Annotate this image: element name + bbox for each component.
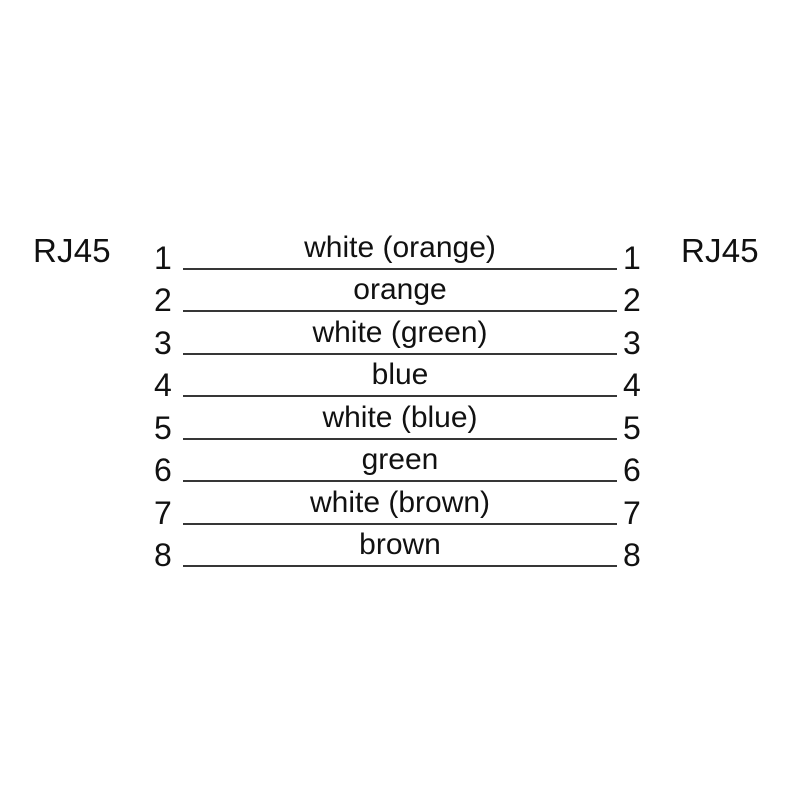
pin-number-right: 3 <box>623 325 641 361</box>
wire-color-label: white (green) <box>312 316 488 349</box>
wire-color-label: white (orange) <box>304 231 496 264</box>
pin-number-left: 3 <box>154 325 172 361</box>
wire-color-label: blue <box>371 358 429 391</box>
pin-number-right: 2 <box>623 282 641 318</box>
pin-number-right: 8 <box>623 537 641 573</box>
pin-number-right: 7 <box>623 495 641 531</box>
wire-line <box>183 480 617 482</box>
pin-number-left: 1 <box>154 240 172 276</box>
pin-number-left: 7 <box>154 495 172 531</box>
pin-number-right: 4 <box>623 367 641 403</box>
pin-number-right: 1 <box>623 240 641 276</box>
pin-number-left: 2 <box>154 282 172 318</box>
wire-line <box>183 268 617 270</box>
wire-color-label: brown <box>359 528 441 561</box>
pin-number-left: 4 <box>154 367 172 403</box>
pin-number-right: 5 <box>623 410 641 446</box>
wire-color-label: white (blue) <box>322 401 478 434</box>
wire-color-label: white (brown) <box>309 486 491 519</box>
wire-line <box>183 353 617 355</box>
pin-number-left: 6 <box>154 452 172 488</box>
pin-number-left: 8 <box>154 537 172 573</box>
wire-line <box>183 523 617 525</box>
wire-line <box>183 565 617 567</box>
wire-line <box>183 310 617 312</box>
wire-line <box>183 395 617 397</box>
wire-color-label: orange <box>353 273 447 306</box>
connector-label-right: RJ45 <box>681 232 759 269</box>
pin-number-right: 6 <box>623 452 641 488</box>
connector-label-left: RJ45 <box>33 232 111 269</box>
pin-number-left: 5 <box>154 410 172 446</box>
wire-line <box>183 438 617 440</box>
wire-color-label: green <box>361 443 439 476</box>
